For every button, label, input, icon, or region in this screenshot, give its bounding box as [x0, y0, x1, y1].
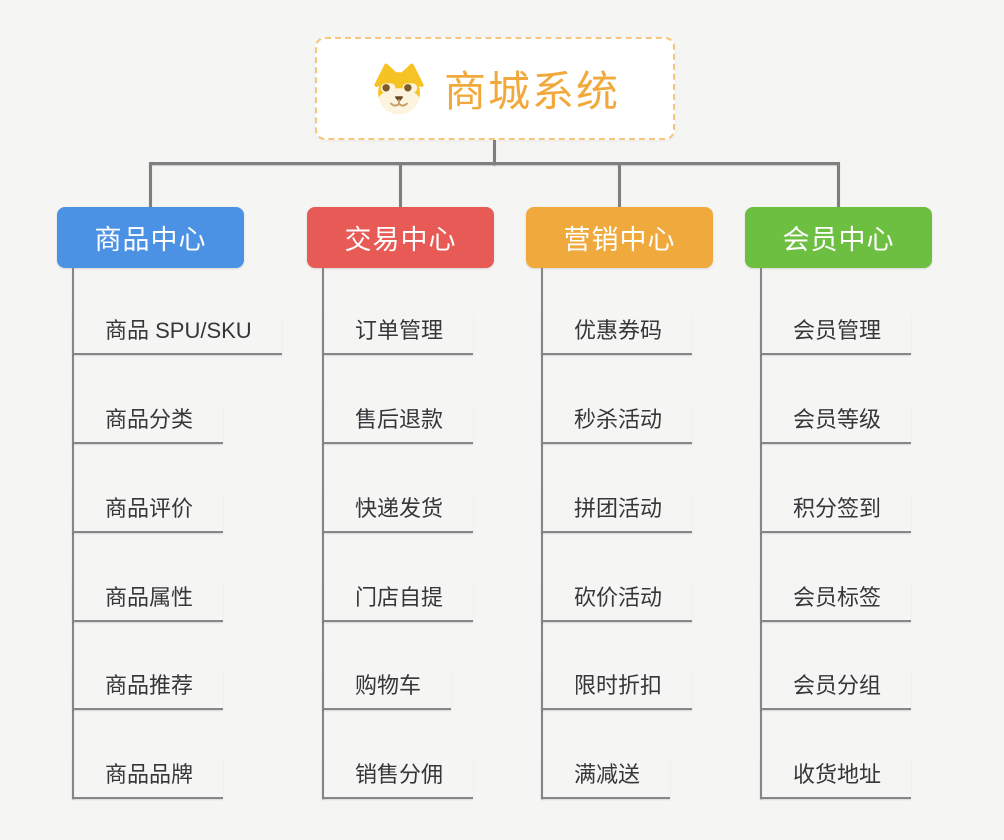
- root-node[interactable]: 商城系统: [315, 37, 675, 140]
- connector-branch-drop: [837, 162, 840, 208]
- root-title: 商城系统: [443, 68, 620, 115]
- connector-branch-trunk: [322, 268, 324, 799]
- leaf-node[interactable]: 收货地址: [760, 759, 912, 799]
- leaf-node[interactable]: 快递发货: [322, 493, 474, 533]
- leaf-node[interactable]: 订单管理: [322, 315, 474, 355]
- branch-label: 营销中心: [563, 225, 676, 255]
- leaf-node[interactable]: 会员等级: [760, 404, 912, 444]
- connector-root-stem: [493, 140, 496, 165]
- leaf-node[interactable]: 秒杀活动: [541, 404, 693, 444]
- leaf-node[interactable]: 商品品牌: [72, 759, 224, 799]
- leaf-node[interactable]: 拼团活动: [541, 493, 693, 533]
- leaf-node[interactable]: 砍价活动: [541, 582, 693, 622]
- connector-branch-trunk: [760, 268, 762, 799]
- connector-branch-trunk: [72, 268, 74, 799]
- leaf-node[interactable]: 满减送: [541, 759, 671, 799]
- leaf-node[interactable]: 会员分组: [760, 670, 912, 710]
- leaf-node[interactable]: 积分签到: [760, 493, 912, 533]
- leaf-node[interactable]: 商品分类: [72, 404, 224, 444]
- connector-branch-drop: [399, 162, 402, 208]
- leaf-node[interactable]: 购物车: [322, 670, 452, 710]
- branch-label: 会员中心: [782, 225, 895, 255]
- leaf-node[interactable]: 商品 SPU/SKU: [72, 315, 282, 355]
- leaf-node[interactable]: 会员标签: [760, 582, 912, 622]
- branch-label: 商品中心: [94, 225, 207, 255]
- branch-node[interactable]: 交易中心: [307, 207, 494, 268]
- leaf-node[interactable]: 门店自提: [322, 582, 474, 622]
- leaf-node[interactable]: 会员管理: [760, 315, 912, 355]
- leaf-node[interactable]: 优惠券码: [541, 315, 693, 355]
- leaf-node[interactable]: 销售分佣: [322, 759, 474, 799]
- leaf-node[interactable]: 限时折扣: [541, 670, 693, 710]
- dog-face-icon: [370, 62, 428, 116]
- branch-label: 交易中心: [344, 225, 457, 255]
- connector-branch-drop: [618, 162, 621, 208]
- connector-horizontal: [149, 162, 840, 165]
- connector-branch-drop: [149, 162, 152, 208]
- branch-node[interactable]: 营销中心: [526, 207, 713, 268]
- leaf-node[interactable]: 商品评价: [72, 493, 224, 533]
- leaf-node[interactable]: 商品属性: [72, 582, 224, 622]
- leaf-node[interactable]: 商品推荐: [72, 670, 224, 710]
- connector-branch-trunk: [541, 268, 543, 799]
- leaf-node[interactable]: 售后退款: [322, 404, 474, 444]
- branch-node[interactable]: 商品中心: [57, 207, 244, 268]
- branch-node[interactable]: 会员中心: [745, 207, 932, 268]
